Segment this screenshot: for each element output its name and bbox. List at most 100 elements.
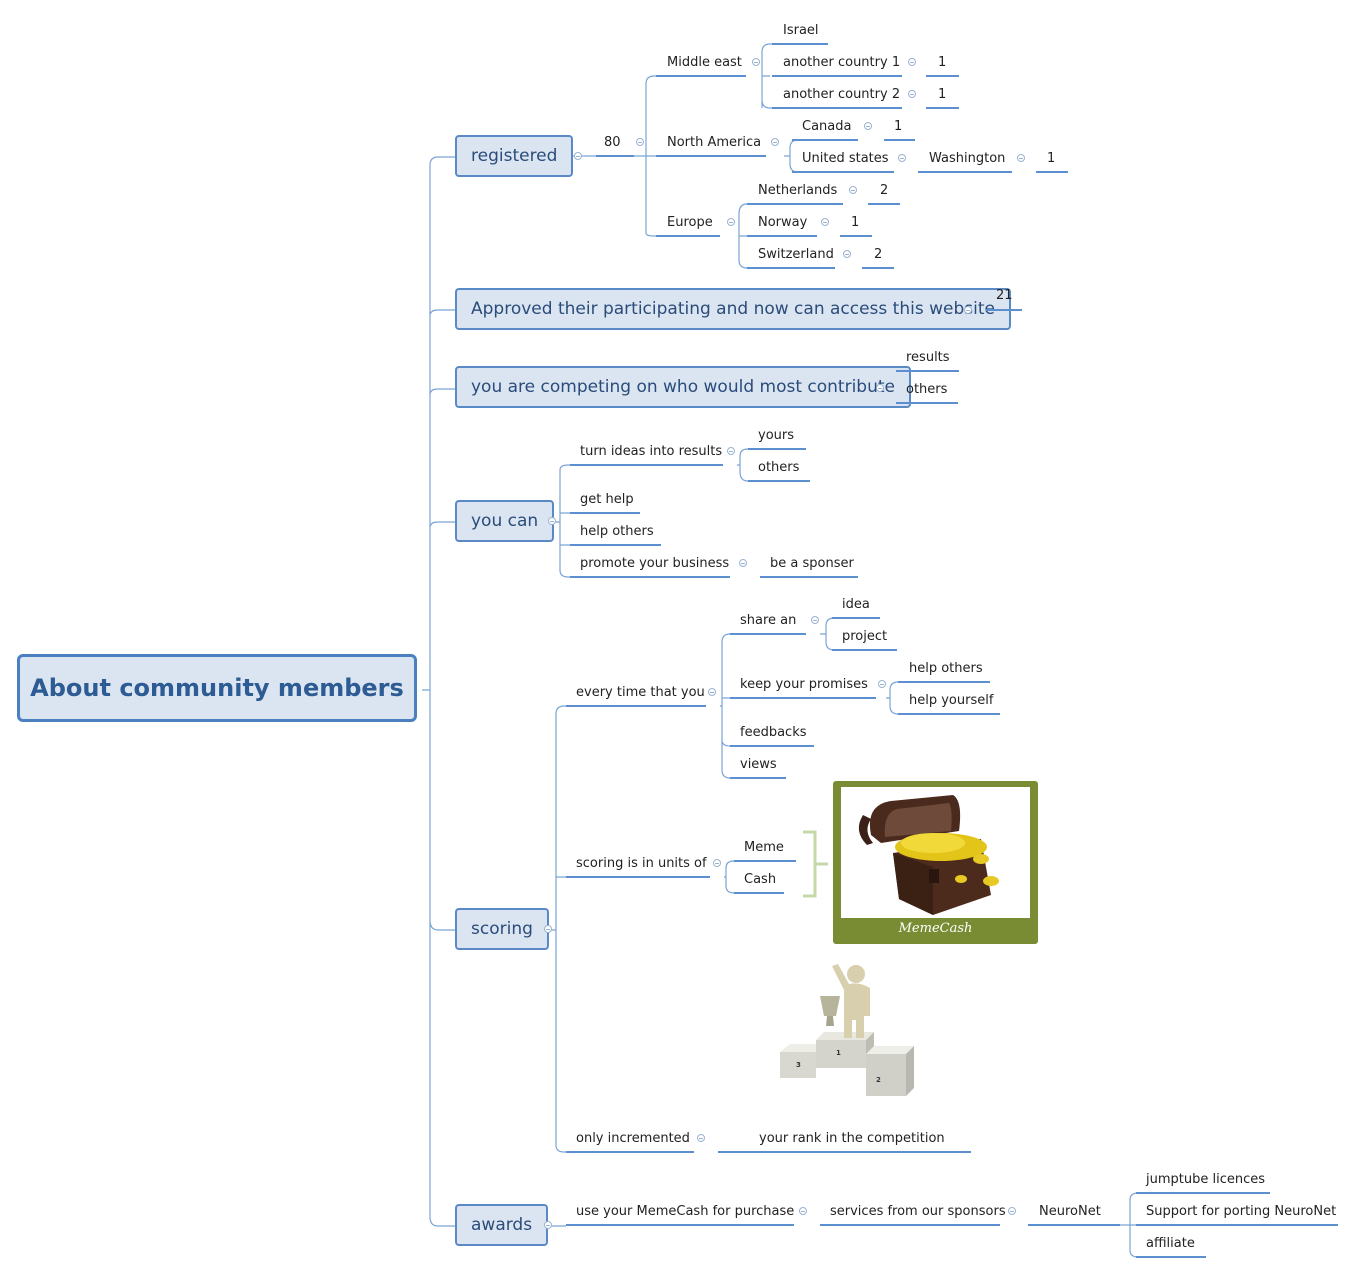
node-help-others[interactable]: help others xyxy=(909,661,983,676)
topic-registered[interactable]: registered xyxy=(455,135,574,177)
collapse-toggle[interactable] xyxy=(697,1134,705,1142)
underline xyxy=(656,75,746,77)
central-topic[interactable]: About community members xyxy=(17,654,417,722)
topic-competing[interactable]: you are competing on who would most cont… xyxy=(455,366,911,408)
collapse-toggle[interactable] xyxy=(849,186,857,194)
node-netherlands[interactable]: Netherlands xyxy=(758,183,838,198)
underline xyxy=(820,1224,1000,1226)
node-your-rank[interactable]: your rank in the competition xyxy=(759,1131,945,1146)
collapse-toggle[interactable] xyxy=(752,58,760,66)
underline xyxy=(832,649,897,651)
node-yours[interactable]: yours xyxy=(758,428,795,443)
node-support-porting[interactable]: Support for porting NeuroNet xyxy=(1146,1204,1337,1219)
node-feedbacks[interactable]: feedbacks xyxy=(740,725,807,740)
underline xyxy=(570,464,723,466)
podium-number-2: 2 xyxy=(876,1076,881,1084)
underline xyxy=(840,235,872,237)
collapse-toggle[interactable] xyxy=(739,559,747,567)
node-norway[interactable]: Norway xyxy=(758,215,808,230)
collapse-toggle[interactable] xyxy=(864,122,872,130)
collapse-toggle[interactable] xyxy=(964,306,972,314)
node-views[interactable]: views xyxy=(740,757,777,772)
node-services-sponsors[interactable]: services from our sponsors xyxy=(830,1204,1006,1219)
node-be-a-sponser[interactable]: be a sponser xyxy=(770,556,854,571)
node-jumptube-licences[interactable]: jumptube licences xyxy=(1146,1172,1266,1187)
topic-awards[interactable]: awards xyxy=(455,1204,549,1246)
collapse-toggle[interactable] xyxy=(548,517,556,525)
count-norway[interactable]: 1 xyxy=(851,215,860,230)
node-share-an[interactable]: share an xyxy=(740,613,797,628)
node-every-time[interactable]: every time that you xyxy=(576,685,705,700)
underline xyxy=(730,777,786,779)
collapse-toggle[interactable] xyxy=(544,1221,552,1229)
collapse-toggle[interactable] xyxy=(799,1207,807,1215)
collapse-toggle[interactable] xyxy=(727,218,735,226)
node-israel[interactable]: Israel xyxy=(783,23,819,38)
collapse-toggle[interactable] xyxy=(727,447,735,455)
collapse-toggle[interactable] xyxy=(811,616,819,624)
node-get-help[interactable]: get help xyxy=(580,492,634,507)
underline xyxy=(1036,171,1068,173)
underline xyxy=(862,267,894,269)
underline xyxy=(926,75,959,77)
topic-approved[interactable]: Approved their participating and now can… xyxy=(455,288,1011,330)
node-help-others[interactable]: help others xyxy=(580,524,654,539)
node-idea[interactable]: idea xyxy=(842,597,870,612)
collapse-toggle[interactable] xyxy=(878,680,886,688)
collapse-toggle[interactable] xyxy=(876,384,884,392)
topic-you-can[interactable]: you can xyxy=(455,500,555,542)
node-north-america[interactable]: North America xyxy=(667,135,762,150)
node-cash[interactable]: Cash xyxy=(744,872,777,887)
node-europe[interactable]: Europe xyxy=(667,215,713,230)
podium-number-1: 1 xyxy=(836,1049,841,1057)
collapse-toggle[interactable] xyxy=(821,218,829,226)
boundary-bracket xyxy=(803,830,828,898)
node-promote-business[interactable]: promote your business xyxy=(580,556,730,571)
node-united-states[interactable]: United states xyxy=(802,151,889,166)
node-affiliate[interactable]: affiliate xyxy=(1146,1236,1195,1251)
count-washington[interactable]: 1 xyxy=(1047,151,1056,166)
count-canada[interactable]: 1 xyxy=(894,119,903,134)
collapse-toggle[interactable] xyxy=(908,58,916,66)
count-another-country-1[interactable]: 1 xyxy=(938,55,947,70)
node-project[interactable]: project xyxy=(842,629,888,644)
node-use-memecash[interactable]: use your MemeCash for purchase xyxy=(576,1204,795,1219)
collapse-toggle[interactable] xyxy=(898,154,906,162)
collapse-toggle[interactable] xyxy=(574,152,582,160)
collapse-toggle[interactable] xyxy=(1017,154,1025,162)
count-netherlands[interactable]: 2 xyxy=(880,183,889,198)
collapse-toggle[interactable] xyxy=(771,138,779,146)
node-another-country-2[interactable]: another country 2 xyxy=(783,87,901,102)
count-switzerland[interactable]: 2 xyxy=(874,247,883,262)
collapse-toggle[interactable] xyxy=(636,138,644,146)
node-washington[interactable]: Washington xyxy=(929,151,1006,166)
collapse-toggle[interactable] xyxy=(544,925,552,933)
underline xyxy=(566,876,710,878)
underline xyxy=(748,448,806,450)
collapse-toggle[interactable] xyxy=(708,688,716,696)
node-switzerland[interactable]: Switzerland xyxy=(758,247,834,262)
node-another-country-1[interactable]: another country 1 xyxy=(783,55,901,70)
node-results[interactable]: results xyxy=(906,350,950,365)
underline xyxy=(1136,1192,1270,1194)
node-middle-east[interactable]: Middle east xyxy=(667,55,742,70)
approved-count[interactable]: 21 xyxy=(996,288,1013,303)
collapse-toggle[interactable] xyxy=(1008,1207,1016,1215)
collapse-toggle[interactable] xyxy=(843,250,851,258)
topic-scoring[interactable]: scoring xyxy=(455,908,549,950)
node-keep-promises[interactable]: keep your promises xyxy=(740,677,868,692)
node-only-incremented[interactable]: only incremented xyxy=(576,1131,690,1146)
registered-count[interactable]: 80 xyxy=(604,135,621,150)
node-scoring-units[interactable]: scoring is in units of xyxy=(576,856,707,871)
node-help-yourself[interactable]: help yourself xyxy=(909,693,994,708)
node-others[interactable]: others xyxy=(758,460,800,475)
node-canada[interactable]: Canada xyxy=(802,119,852,134)
count-another-country-2[interactable]: 1 xyxy=(938,87,947,102)
collapse-toggle[interactable] xyxy=(713,859,721,867)
node-meme[interactable]: Meme xyxy=(744,840,784,855)
collapse-toggle[interactable] xyxy=(908,90,916,98)
node-others[interactable]: others xyxy=(906,382,948,397)
node-neuronet[interactable]: NeuroNet xyxy=(1039,1204,1101,1219)
node-turn-ideas[interactable]: turn ideas into results xyxy=(580,444,723,459)
